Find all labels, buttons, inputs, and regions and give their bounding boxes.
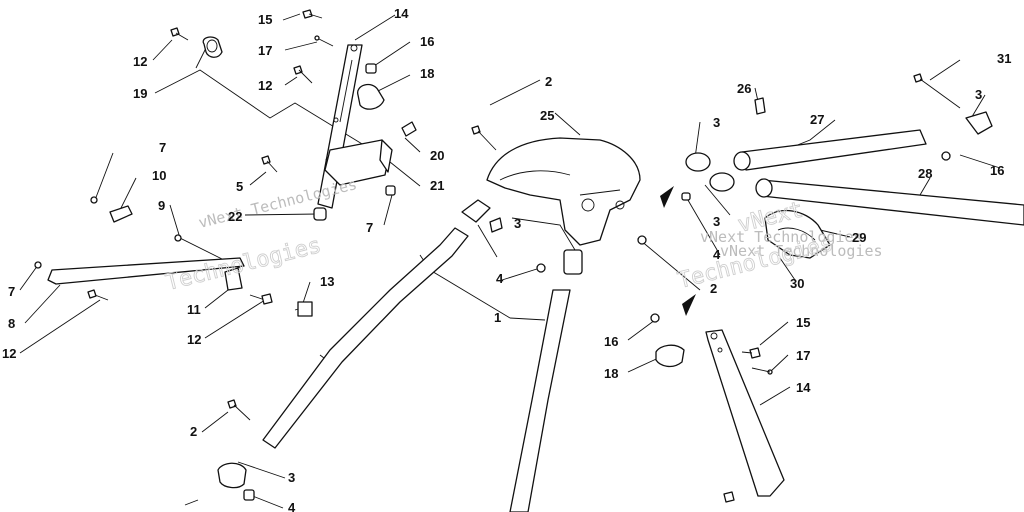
callout-3: 3 (514, 216, 521, 231)
callout-12: 12 (133, 54, 147, 69)
handlebar-lower (709, 172, 1024, 226)
callout-5: 5 (236, 179, 243, 194)
main-tube-right (509, 289, 571, 512)
callout-18: 18 (604, 366, 618, 381)
left-lower-arm (34, 196, 313, 317)
callout-16: 16 (990, 163, 1004, 178)
clamp-lower-right (650, 313, 773, 503)
arrow-indicator-upper (660, 186, 674, 208)
support-bar-lower (705, 329, 785, 497)
callout-7: 7 (366, 220, 373, 235)
callout-22: 22 (228, 209, 242, 224)
leader-lines (19, 13, 1001, 509)
center-small-parts (461, 125, 647, 275)
small-parts-left-top (313, 63, 417, 221)
callout-17: 17 (258, 43, 272, 58)
callout-7: 7 (8, 284, 15, 299)
main-tube-left (262, 227, 469, 449)
callout-27: 27 (810, 112, 824, 127)
callout-16: 16 (420, 34, 434, 49)
mount-plate (324, 139, 393, 186)
callout-15: 15 (796, 315, 810, 330)
callout-12: 12 (187, 332, 201, 347)
callout-3: 3 (288, 470, 295, 485)
right-small-parts (681, 73, 993, 259)
callout-11: 11 (187, 302, 201, 317)
handlebar-upper (685, 129, 927, 172)
callout-14: 14 (394, 6, 409, 21)
callout-12: 12 (258, 78, 272, 93)
callout-3: 3 (713, 214, 720, 229)
callout-28: 28 (918, 166, 932, 181)
watermark-text-3: vNext Technologies (700, 228, 863, 246)
callout-15: 15 (258, 12, 272, 27)
callout-14: 14 (796, 380, 811, 395)
callout-20: 20 (430, 148, 444, 163)
watermark-text-1: vNext Technologies (197, 175, 359, 232)
callout-4: 4 (496, 271, 504, 286)
callout-4: 4 (288, 500, 296, 512)
callout-17: 17 (796, 348, 810, 363)
callout-7: 7 (159, 140, 166, 155)
callout-21: 21 (430, 178, 444, 193)
arrow-indicator-lower (682, 294, 696, 316)
callout-26: 26 (737, 81, 751, 96)
handlebar-mount (486, 137, 641, 246)
arrow-markers (660, 186, 696, 316)
clamp-upper (357, 83, 385, 110)
callout-9: 9 (158, 198, 165, 213)
bolts-left-top (170, 9, 334, 173)
callout-3: 3 (975, 87, 982, 102)
callout-30: 30 (790, 276, 804, 291)
callout-19: 19 (133, 86, 147, 101)
callout-4: 4 (713, 247, 721, 262)
lower-left-small-parts (184, 399, 255, 506)
callout-2: 2 (190, 424, 197, 439)
callout-25: 25 (540, 108, 554, 123)
callout-2: 2 (545, 74, 552, 89)
callout-29: 29 (852, 230, 866, 245)
callout-12: 12 (2, 346, 16, 361)
callout-16: 16 (604, 334, 618, 349)
callout-2: 2 (710, 281, 717, 296)
callout-8: 8 (8, 316, 15, 331)
callout-13: 13 (320, 274, 334, 289)
callout-numbers: 15 14 12 17 16 12 18 19 20 5 21 7 10 9 2… (2, 6, 1011, 512)
watermark-text-4: vNext Technologies (720, 242, 883, 260)
callout-1: 1 (494, 310, 501, 325)
callout-10: 10 (152, 168, 166, 183)
callout-31: 31 (997, 51, 1011, 66)
clamp-19 (202, 36, 223, 58)
callout-3: 3 (713, 115, 720, 130)
callout-18: 18 (420, 66, 434, 81)
